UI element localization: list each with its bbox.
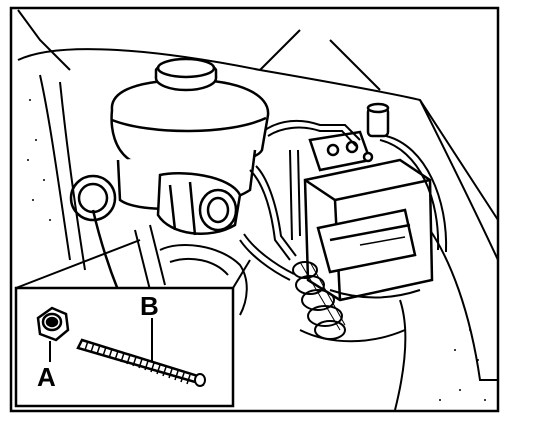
- inset-leader-right: [232, 259, 251, 289]
- threaded-rod-part-b: [76, 338, 206, 387]
- figure-border: [9, 6, 500, 413]
- master-cylinder: [116, 149, 257, 236]
- abs-unit: [303, 102, 434, 302]
- fluid-reservoir: [110, 57, 270, 167]
- fender-stipple: [27, 99, 486, 401]
- label-a: A: [37, 362, 56, 392]
- grommet: [69, 174, 120, 291]
- wiring-harness: [292, 261, 346, 340]
- brake-lines: [239, 119, 448, 281]
- inset-leader-left: [15, 239, 141, 289]
- label-b: B: [140, 291, 159, 321]
- nut-part-a: [36, 306, 70, 342]
